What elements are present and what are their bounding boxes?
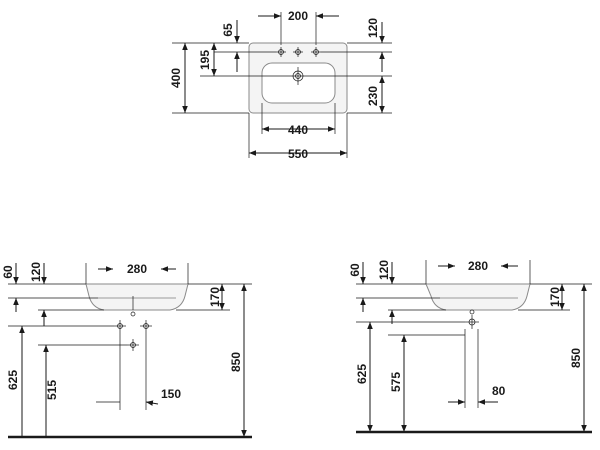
dim-120-top: 120 — [366, 18, 380, 38]
dim-515-left: 515 — [45, 380, 59, 400]
dim-625-left: 625 — [6, 370, 20, 390]
dim-440: 440 — [288, 123, 308, 137]
dim-850-right: 850 — [569, 348, 583, 368]
dim-120-left: 120 — [29, 262, 43, 282]
dim-400: 400 — [169, 68, 183, 88]
drain-top — [289, 67, 307, 85]
dim-60-left: 60 — [1, 265, 15, 279]
dim-280-right: 280 — [468, 259, 488, 273]
dim-575-right: 575 — [389, 372, 403, 392]
dim-170-left: 170 — [208, 287, 222, 307]
dim-80-right: 80 — [492, 384, 506, 398]
dim-625-right: 625 — [355, 364, 369, 384]
dim-170-right: 170 — [548, 287, 562, 307]
dim-60-right: 60 — [348, 263, 362, 277]
right-side-view: 280 60 120 170 850 625 575 80 — [348, 259, 592, 434]
top-view: 200 65 195 400 120 230 440 — [169, 9, 392, 161]
dim-150-left: 150 — [161, 387, 181, 401]
dim-65: 65 — [221, 23, 235, 37]
dim-200: 200 — [288, 9, 308, 23]
dim-230: 230 — [366, 86, 380, 106]
dim-850-left: 850 — [229, 352, 243, 372]
tap-holes — [276, 47, 321, 57]
dim-280-left: 280 — [127, 262, 147, 276]
dim-120-right: 120 — [377, 260, 391, 280]
dim-550: 550 — [288, 147, 308, 161]
left-side-view: 280 60 120 170 850 625 515 150 — [1, 262, 252, 439]
basin-bowl-top — [261, 62, 336, 104]
dim-195: 195 — [198, 50, 212, 70]
